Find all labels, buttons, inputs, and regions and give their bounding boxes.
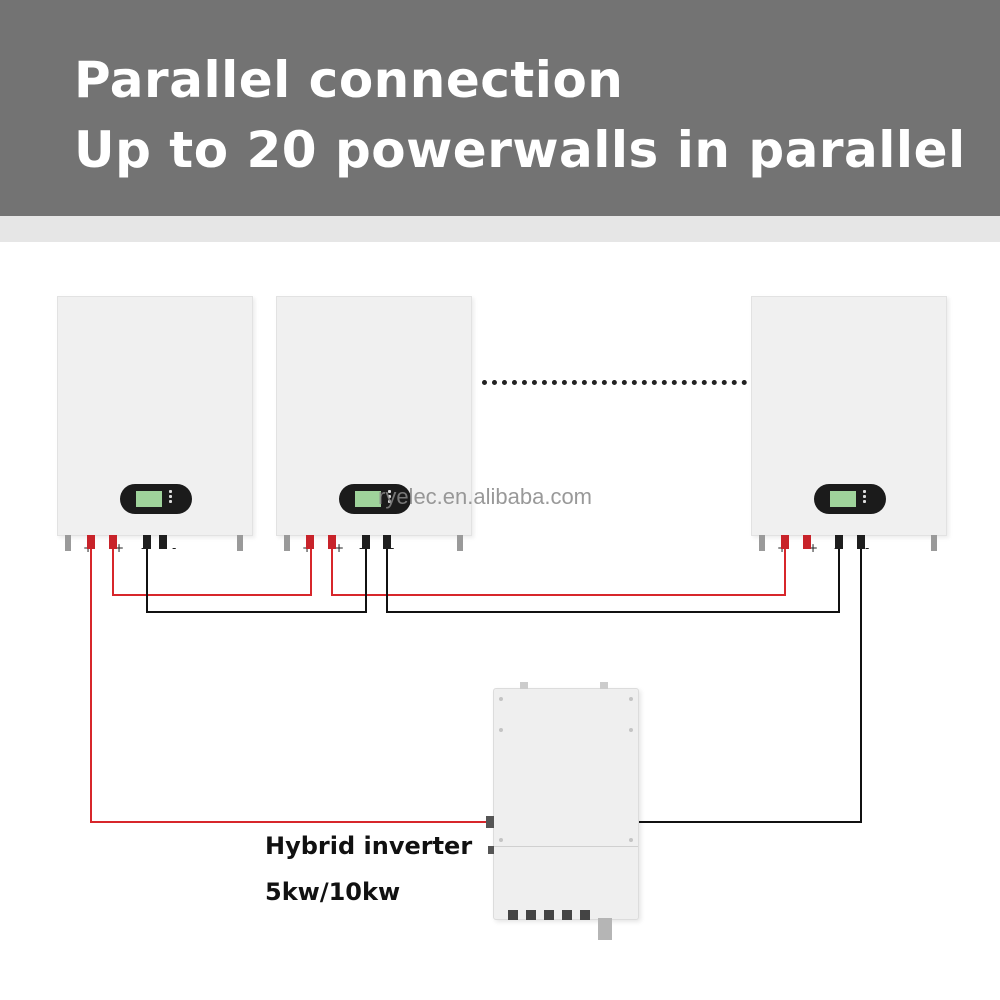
continuation-dots <box>482 380 747 391</box>
battery-2-negative-terminal-b <box>383 535 391 549</box>
inverter-top-bracket <box>520 682 528 689</box>
battery-2-negative-terminal-a <box>362 535 370 549</box>
battery-3-negative-terminal-b <box>857 535 865 549</box>
inverter-dc-input-port <box>486 816 494 828</box>
battery-3-bolt-right <box>931 535 937 551</box>
battery-display <box>120 484 192 514</box>
inverter-screw <box>499 697 503 701</box>
battery-2-positive-label-b: + <box>334 541 345 555</box>
inverter-top-bracket <box>600 682 608 689</box>
terminal-posts <box>65 535 937 551</box>
battery-3-positive-terminal-a <box>781 535 789 549</box>
inverter-cable-gland <box>526 910 536 920</box>
inverter-side-port <box>488 846 494 854</box>
title-line-2: Up to 20 powerwalls in parallel <box>74 121 966 179</box>
battery-display <box>814 484 886 514</box>
battery-unit-3 <box>751 296 947 536</box>
negative-wire-battery-2-to-3 <box>386 549 840 613</box>
lcd-screen <box>136 491 162 507</box>
positive-terminals <box>87 535 811 549</box>
positive-wire-to-inverter <box>90 549 493 823</box>
negative-terminals <box>143 535 865 549</box>
inverter-screw <box>629 728 633 732</box>
inverter-screw <box>499 838 503 842</box>
battery-2-positive-terminal-a <box>306 535 314 549</box>
battery-1-positive-label-b: + <box>114 541 125 555</box>
battery-2-bolt-right <box>457 535 463 551</box>
status-leds <box>169 490 173 508</box>
inverter-screw <box>629 697 633 701</box>
battery-display <box>339 484 411 514</box>
positive-wire-battery-1-to-2 <box>112 549 312 596</box>
inverter-rating-label: 5kw/10kw <box>265 878 401 906</box>
inverter-name-label: Hybrid inverter <box>265 832 473 860</box>
inverter-screw <box>629 838 633 842</box>
battery-3-positive-label-b: + <box>808 541 819 555</box>
inverter-cable-gland <box>562 910 572 920</box>
inverter-screw <box>499 728 503 732</box>
battery-unit-2 <box>276 296 472 536</box>
battery-3-positive-terminal-b <box>803 535 811 549</box>
battery-3-bolt-left <box>759 535 765 551</box>
battery-3-negative-terminal-a <box>835 535 843 549</box>
inverter-cable-gland <box>508 910 518 920</box>
battery-2-positive-terminal-b <box>328 535 336 549</box>
battery-3-negative-label-b: - <box>865 541 870 555</box>
positive-wire-battery-2-to-3 <box>331 549 786 596</box>
negative-wires <box>146 549 862 823</box>
inverter-bottom-connector <box>598 918 612 940</box>
inverter-cable-gland <box>544 910 554 920</box>
battery-1-negative-label-b: - <box>172 541 177 555</box>
battery-2-negative-label-b: - <box>390 541 395 555</box>
watermark-text: ryelec.en.alibaba.com <box>378 484 593 509</box>
status-leds <box>863 490 867 508</box>
hybrid-inverter <box>493 688 639 920</box>
battery-1-bolt-left <box>65 535 71 551</box>
status-leds <box>388 490 392 508</box>
lcd-screen <box>830 491 856 507</box>
banner-strip <box>0 216 1000 242</box>
inverter-details <box>486 682 633 940</box>
battery-2-negative-label-a: - <box>359 541 364 555</box>
title-line-1: Parallel connection <box>74 51 624 109</box>
title-banner <box>0 0 1000 216</box>
inverter-panel-line <box>494 846 638 847</box>
battery-1-bolt-right <box>237 535 243 551</box>
battery-1-positive-terminal-b <box>109 535 117 549</box>
battery-unit-1 <box>57 296 253 536</box>
battery-2-bolt-left <box>284 535 290 551</box>
inverter-cable-gland <box>580 910 590 920</box>
negative-wire-battery-1-to-2 <box>146 549 367 613</box>
positive-wires <box>90 549 786 823</box>
battery-1-positive-terminal-a <box>87 535 95 549</box>
battery-1-negative-terminal-a <box>143 535 151 549</box>
battery-1-negative-terminal-b <box>159 535 167 549</box>
lcd-screen <box>355 491 381 507</box>
negative-wire-to-inverter <box>639 549 862 823</box>
